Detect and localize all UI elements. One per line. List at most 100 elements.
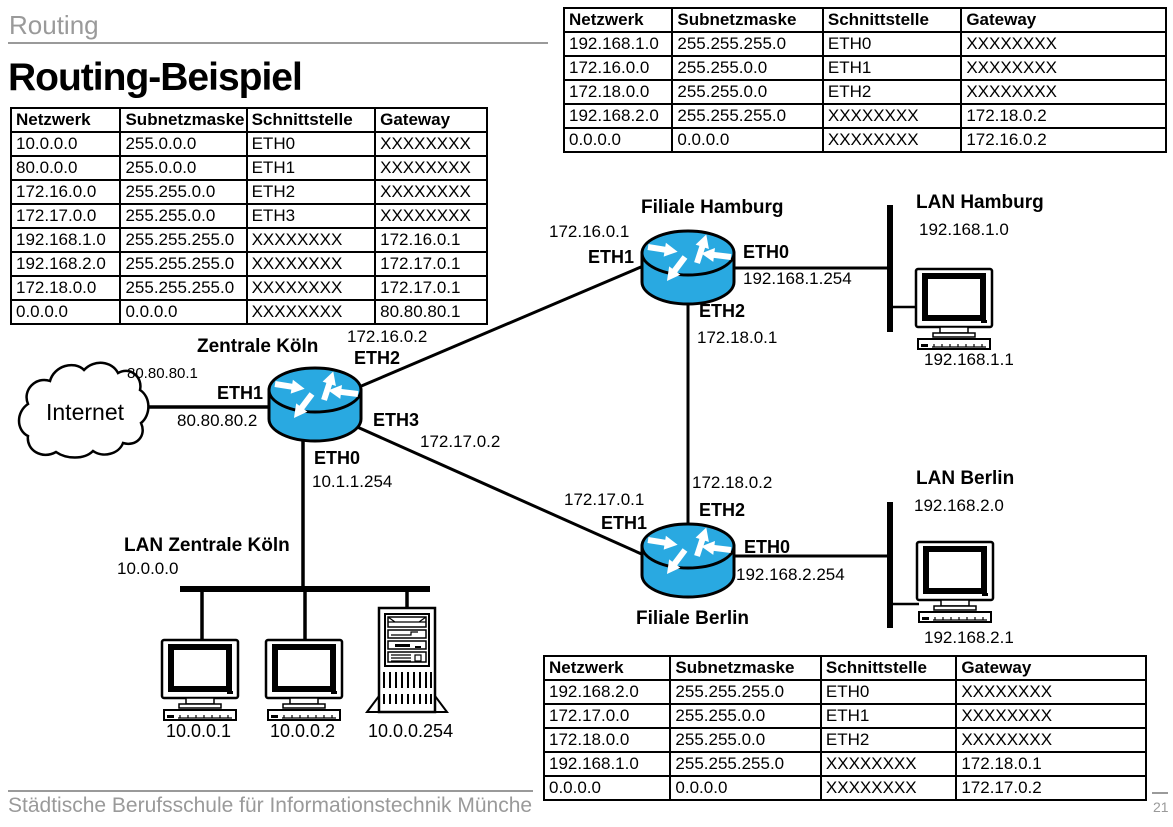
table-cell: 255.255.0.0 (119, 203, 248, 229)
koeln-eth0-label: ETH0 (314, 448, 361, 468)
column-header: Gateway (955, 655, 1147, 681)
table-cell: XXXXXXXX (821, 103, 963, 129)
berlin-eth0-label: ETH0 (744, 537, 791, 557)
hamburg-eth1-ip: 172.16.0.1 (549, 222, 630, 241)
table-cell: 255.255.255.0 (671, 103, 824, 129)
table-cell: 192.168.2.0 (9, 251, 122, 277)
lan-hamburg-net: 192.168.1.0 (919, 220, 1009, 239)
table-cell: 0.0.0.0 (9, 299, 122, 325)
table-cell: XXXXXXXX (960, 31, 1167, 57)
table-cell: 255.255.0.0 (671, 79, 824, 105)
berlin-eth2-ip: 172.18.0.2 (692, 473, 773, 492)
table-cell: XXXXXXXX (245, 227, 377, 253)
berlin-eth1-label: ETH1 (601, 513, 648, 533)
column-header: Subnetzmaske (669, 655, 822, 681)
table-cell: 192.168.2.0 (562, 103, 674, 129)
page-number-divider (1152, 792, 1168, 794)
router-icon-koeln (269, 368, 361, 441)
table-cell: 255.255.255.0 (119, 275, 248, 301)
table-cell: 255.255.255.0 (119, 251, 248, 277)
column-header: Gateway (374, 107, 488, 133)
column-header: Schnittstelle (245, 107, 377, 133)
table-cell: 172.18.0.1 (955, 751, 1147, 777)
koeln-eth0-ip: 10.1.1.254 (312, 472, 393, 491)
table-cell: 0.0.0.0 (562, 127, 674, 153)
table-cell: XXXXXXXX (374, 179, 488, 205)
table-cell: 0.0.0.0 (542, 775, 672, 801)
server-icon-koeln (365, 606, 449, 714)
table-cell: 255.255.255.0 (119, 227, 248, 253)
koeln-eth3-label: ETH3 (373, 410, 420, 430)
hamburg-eth2-label: ETH2 (699, 301, 746, 321)
workstation-icon-hamburg (916, 269, 992, 349)
column-header: Netzwerk (542, 655, 672, 681)
hamburg-eth1-label: ETH1 (588, 247, 635, 267)
table-cell: 255.255.255.0 (671, 31, 824, 57)
lan-hamburg-host-ip: 192.168.1.1 (924, 350, 1014, 369)
footer-text: Städtische Berufsschule für Informations… (8, 794, 533, 817)
table-cell: XXXXXXXX (960, 79, 1167, 105)
table-cell: XXXXXXXX (955, 703, 1147, 729)
hamburg-eth0-label: ETH0 (743, 242, 790, 262)
table-cell: 255.0.0.0 (119, 131, 248, 157)
koeln-eth1-label: ETH1 (217, 383, 264, 403)
table-cell: 172.17.0.1 (374, 275, 488, 301)
page-number: 21 (1153, 799, 1169, 815)
table-cell: ETH2 (245, 179, 377, 205)
table-cell: 0.0.0.0 (119, 299, 248, 325)
lan-berlin-net: 192.168.2.0 (914, 496, 1004, 515)
table-cell: 255.255.0.0 (671, 55, 824, 81)
table-cell: 172.16.0.1 (374, 227, 488, 253)
hamburg-eth0-ip: 192.168.1.254 (743, 269, 852, 288)
footer-divider (8, 790, 533, 792)
table-cell: XXXXXXXX (955, 679, 1147, 705)
slide-header: Routing (9, 10, 99, 40)
column-header: Netzwerk (562, 7, 674, 33)
table-cell: XXXXXXXX (819, 775, 958, 801)
table-cell: XXXXXXXX (960, 55, 1167, 81)
table-cell: XXXXXXXX (374, 131, 488, 157)
column-header: Netzwerk (9, 107, 122, 133)
koeln-host2-ip: 10.0.0.2 (270, 721, 336, 741)
table-cell: 172.17.0.2 (955, 775, 1147, 801)
router-title-berlin: Filiale Berlin (636, 608, 749, 629)
router-icon-hamburg (642, 231, 734, 304)
koeln-eth2-label: ETH2 (354, 348, 401, 368)
link-koeln-berlin (354, 424, 647, 558)
lan-hamburg-title: LAN Hamburg (916, 192, 1044, 213)
table-cell: 192.168.1.0 (542, 751, 672, 777)
table-cell: XXXXXXXX (819, 751, 958, 777)
internet-cloud-icon (17, 361, 150, 459)
table-cell: 192.168.1.0 (562, 31, 674, 57)
table-cell: 10.0.0.0 (9, 131, 122, 157)
header-divider (8, 42, 548, 44)
table-cell: XXXXXXXX (245, 251, 377, 277)
table-cell: 172.18.0.0 (562, 79, 674, 105)
koeln-eth1-ip: 80.80.80.2 (177, 411, 258, 430)
column-header: Subnetzmaske (671, 7, 824, 33)
table-cell: XXXXXXXX (245, 275, 377, 301)
hamburg-eth2-ip: 172.18.0.1 (697, 328, 778, 347)
router-title-koeln: Zentrale Köln (197, 336, 319, 357)
koeln-server-ip: 10.0.0.254 (368, 721, 454, 741)
router-icon-berlin (642, 524, 734, 597)
lan-koeln-title: LAN Zentrale Köln (124, 535, 290, 556)
berlin-eth0-ip: 192.168.2.254 (736, 565, 845, 584)
table-cell: 0.0.0.0 (671, 127, 824, 153)
table-cell: ETH0 (821, 31, 963, 57)
